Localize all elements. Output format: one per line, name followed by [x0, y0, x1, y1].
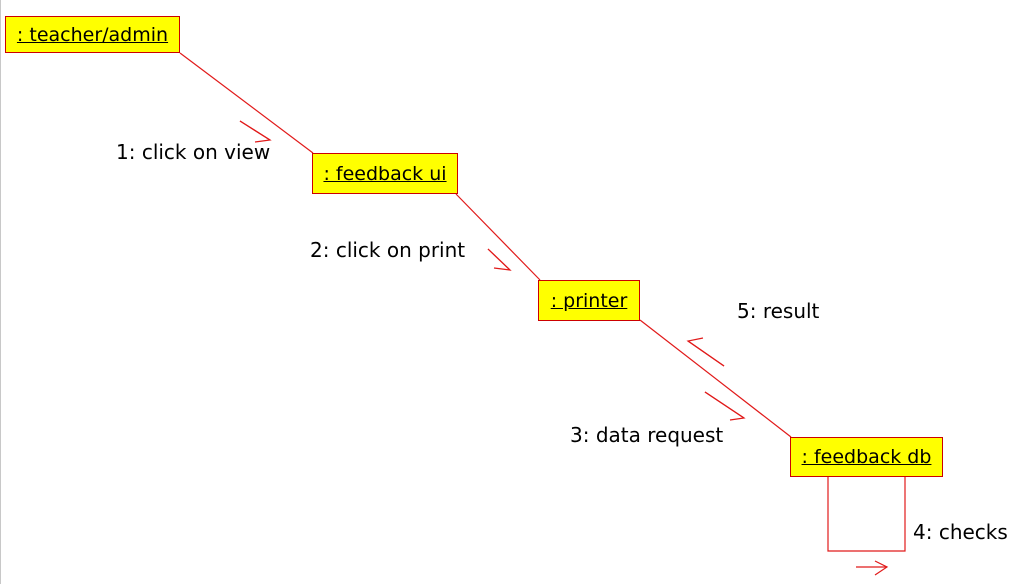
link-teacher-to-feedback-ui — [179, 52, 314, 154]
arrow-message-5-shaft — [687, 340, 725, 367]
message-label-4: 4: checks — [913, 520, 1008, 544]
canvas-left-border — [0, 0, 1, 584]
link-feedback-db-self — [827, 477, 906, 552]
link-printer-to-feedback-db — [639, 319, 792, 438]
object-feedback-db[interactable]: : feedback db — [790, 437, 943, 477]
arrow-message-3-shaft — [704, 391, 745, 419]
link-feedback-ui-to-printer — [455, 193, 541, 281]
message-label-2: 2: click on print — [310, 238, 466, 262]
object-feedback-db-label: : feedback db — [801, 446, 932, 468]
message-label-3: 3: data request — [570, 423, 724, 447]
arrow-message-4 — [874, 560, 889, 576]
message-label-1: 1: click on view — [116, 140, 271, 164]
object-teacher-admin[interactable]: : teacher/admin — [5, 16, 180, 53]
object-feedback-ui-label: : feedback ui — [323, 162, 447, 185]
arrow-message-2-shaft — [487, 248, 511, 271]
message-label-5: 5: result — [737, 299, 820, 323]
object-printer[interactable]: : printer — [538, 280, 640, 321]
object-teacher-admin-label: : teacher/admin — [16, 23, 169, 46]
object-printer-label: : printer — [550, 289, 628, 312]
object-feedback-ui[interactable]: : feedback ui — [312, 153, 458, 194]
arrow-message-1-shaft — [239, 120, 271, 141]
